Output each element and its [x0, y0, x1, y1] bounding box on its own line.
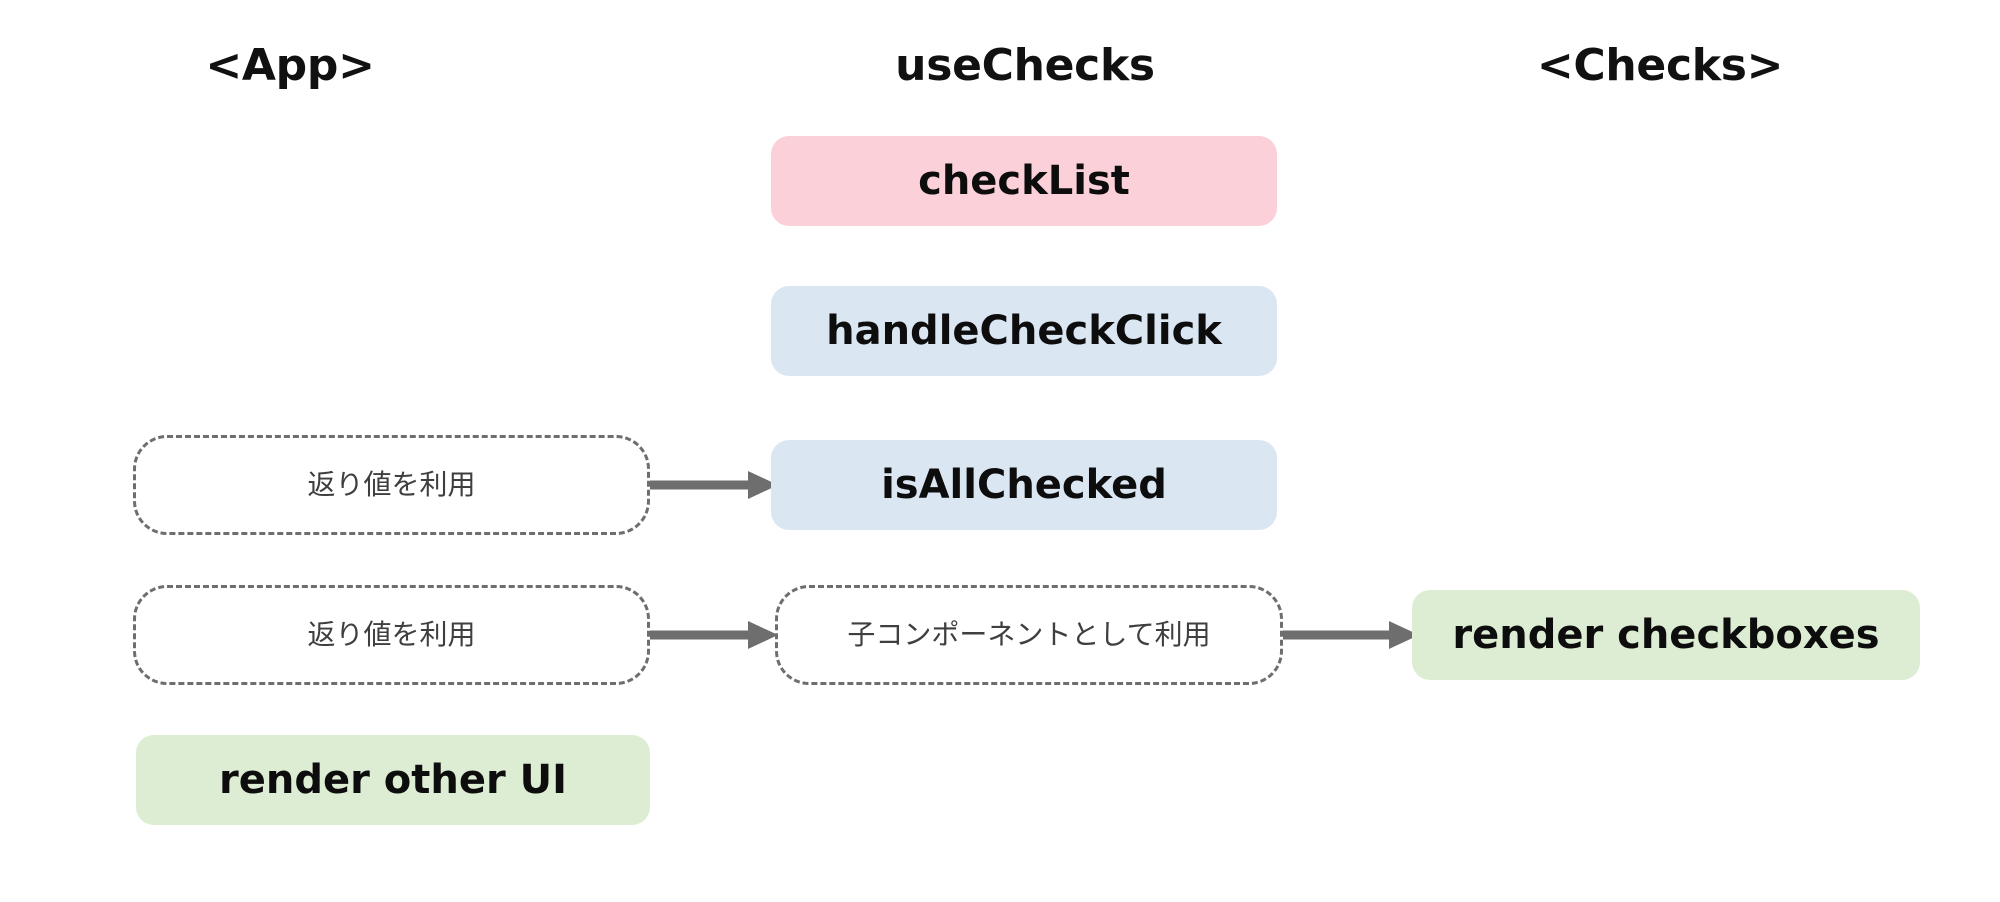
arrow-childcomponent-to-rendercheckboxes	[1283, 618, 1419, 652]
note-use-as-child-component: 子コンポーネントとして利用	[775, 585, 1283, 685]
node-is-all-checked: isAllChecked	[771, 440, 1277, 530]
node-check-list: checkList	[771, 136, 1277, 226]
node-render-checkboxes: render checkboxes	[1412, 590, 1920, 680]
node-handle-check-click: handleCheckClick	[771, 286, 1277, 376]
node-render-other-ui: render other UI	[136, 735, 650, 825]
column-header-usechecks: useChecks	[895, 40, 1155, 91]
arrow-returnvalue-to-childcomponent	[650, 618, 778, 652]
column-header-app: <App>	[205, 40, 375, 91]
note-use-return-value-2: 返り値を利用	[133, 585, 650, 685]
column-header-checks: <Checks>	[1536, 40, 1784, 91]
arrow-returnvalue-to-isallchecked	[650, 468, 778, 502]
note-use-return-value-1: 返り値を利用	[133, 435, 650, 535]
